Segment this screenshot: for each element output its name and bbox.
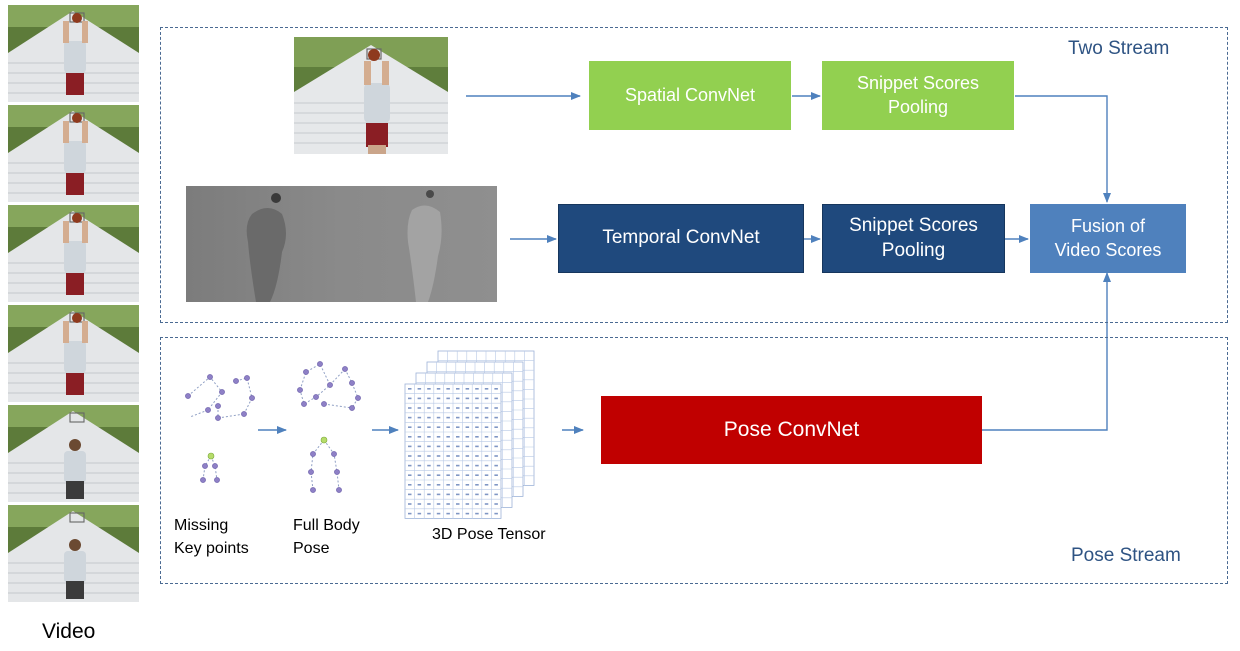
spatial-convnet-block: Spatial ConvNet <box>589 61 791 130</box>
pose-convnet-block: Pose ConvNet <box>601 396 982 464</box>
pose-stream-group <box>160 337 1228 584</box>
rgb-frame-image <box>294 37 448 154</box>
spatial-snippet-pooling-block: Snippet Scores Pooling <box>822 61 1014 130</box>
two-stream-group <box>160 27 1228 323</box>
temporal-convnet-block: Temporal ConvNet <box>558 204 804 273</box>
missing-keypoints-graphic <box>185 374 255 483</box>
pose-stream-label: Pose Stream <box>1071 545 1181 566</box>
full-body-pose-caption: Full Body Pose <box>293 517 360 558</box>
full-body-pose-graphic <box>297 361 361 493</box>
temporal-snippet-pooling-block: Snippet Scores Pooling <box>822 204 1005 273</box>
video-frame <box>8 405 139 502</box>
pose-tensor-caption: 3D Pose Tensor <box>432 526 546 543</box>
video-frame <box>8 505 139 602</box>
two-stream-label: Two Stream <box>1068 38 1170 59</box>
arrow-pose-to-fusion <box>982 272 1111 431</box>
video-frame <box>8 205 139 302</box>
video-frame <box>8 305 139 402</box>
video-label: Video <box>42 620 96 643</box>
optical-flow-image <box>186 186 497 302</box>
video-frame <box>8 5 139 102</box>
video-frame <box>8 105 139 202</box>
arrow-spatialpool-to-fusion <box>1015 95 1111 203</box>
pose-tensor-graphic <box>404 350 535 519</box>
missing-keypoints-caption: Missing Key points <box>174 517 249 558</box>
fusion-video-scores-block: Fusion of Video Scores <box>1030 204 1186 273</box>
